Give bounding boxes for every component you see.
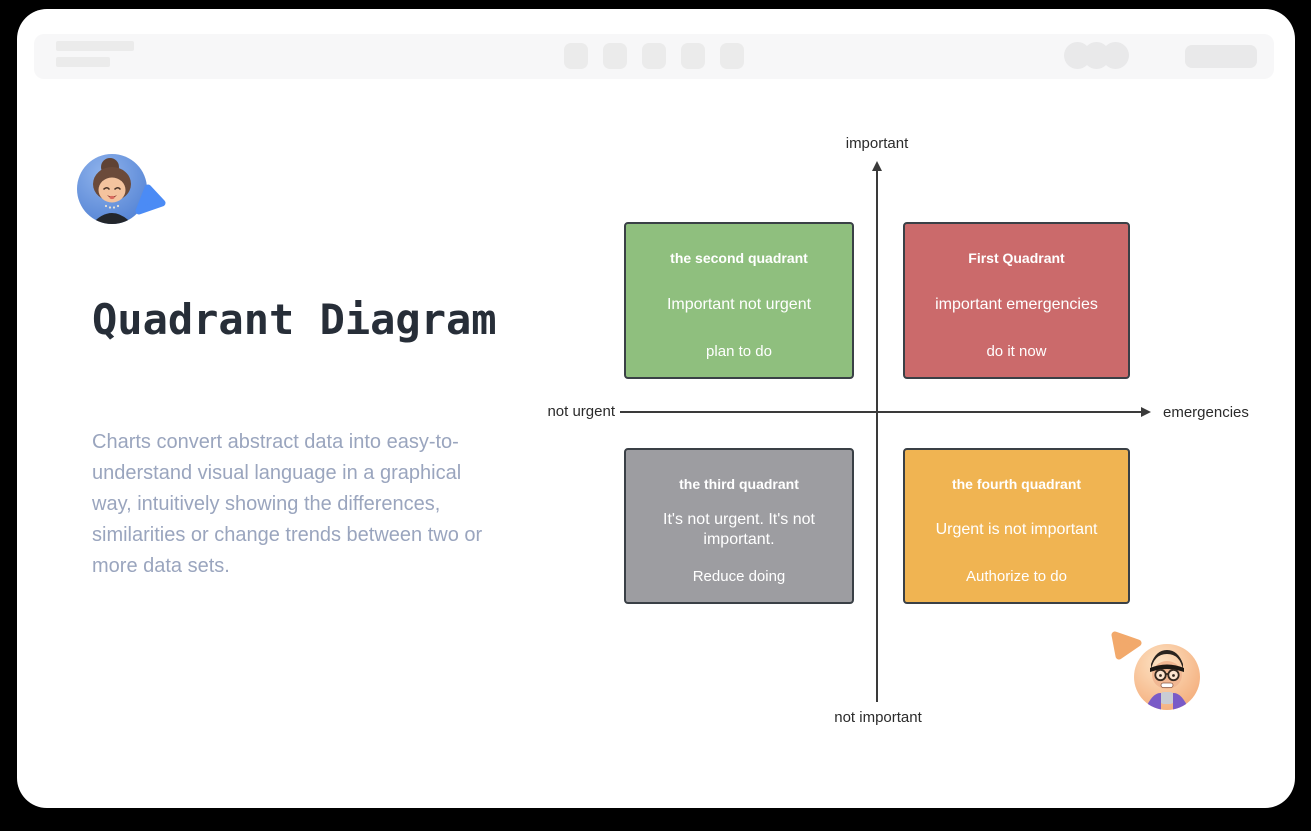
y-axis-line: [876, 171, 878, 702]
axis-arrow-right-icon: [1141, 407, 1151, 417]
axis-label-not-important: not important: [834, 709, 922, 726]
collaborator-cursor-icon: [1111, 631, 1142, 660]
collaborator-avatar[interactable]: [1134, 644, 1200, 710]
page-title: Quadrant Diagram: [92, 295, 497, 344]
toolbar-text-placeholder: [56, 57, 110, 67]
avatar-circle[interactable]: [1102, 42, 1129, 69]
quadrant-action: Reduce doing: [692, 568, 786, 585]
quadrant-title: the third quadrant: [679, 476, 799, 492]
toolbar: [34, 34, 1274, 79]
woman-avatar-icon: [77, 154, 147, 224]
quadrant-subtitle: It's not urgent. It's not important.: [663, 511, 815, 548]
toolbar-text-placeholder: [56, 41, 134, 51]
man-avatar-icon: [1134, 644, 1200, 710]
quadrant-subtitle: Urgent is not important: [935, 521, 1098, 538]
toolbar-tools-group: [564, 43, 744, 69]
quadrant-title: the second quadrant: [670, 250, 808, 266]
axis-arrow-up-icon: [872, 161, 882, 171]
quadrant-box-first[interactable]: First Quadrant important emergencies do …: [903, 222, 1130, 379]
page-description: Charts convert abstract data into easy-t…: [92, 431, 483, 577]
quadrant-box-second[interactable]: the second quadrant Important not urgent…: [624, 222, 854, 379]
quadrant-action: Authorize to do: [966, 568, 1067, 585]
app-window: Quadrant Diagram Charts convert abstract…: [17, 9, 1295, 808]
quadrant-action: do it now: [986, 343, 1047, 360]
collaborator-avatars-group: [1064, 42, 1129, 69]
cursor-triangle-outline: [1111, 631, 1142, 660]
share-button-placeholder[interactable]: [1185, 45, 1257, 68]
toolbar-button-placeholder[interactable]: [720, 43, 744, 69]
quadrant-subtitle: Important not urgent: [666, 295, 812, 313]
toolbar-button-placeholder[interactable]: [603, 43, 627, 69]
quadrant-box-third[interactable]: the third quadrant It's not urgent. It's…: [624, 448, 854, 604]
collaborator-avatar[interactable]: [77, 154, 147, 224]
quadrant-title: the fourth quadrant: [951, 476, 1082, 492]
quadrant-title: First Quadrant: [968, 250, 1065, 266]
x-axis-line: [620, 411, 1141, 413]
toolbar-button-placeholder[interactable]: [642, 43, 666, 69]
toolbar-button-placeholder[interactable]: [681, 43, 705, 69]
axis-label-not-urgent: not urgent: [547, 403, 615, 420]
quadrant-box-fourth[interactable]: the fourth quadrant Urgent is not import…: [903, 448, 1130, 604]
quadrant-subtitle: important emergencies: [935, 295, 1098, 313]
collaborator-cursor-icon: [135, 184, 166, 215]
toolbar-title-placeholder: [56, 41, 134, 67]
axis-label-emergencies: emergencies: [1163, 404, 1249, 421]
quadrant-action: plan to do: [706, 343, 772, 360]
toolbar-button-placeholder[interactable]: [564, 43, 588, 69]
axis-label-important: important: [845, 135, 909, 152]
cursor-triangle-outline: [135, 184, 166, 215]
